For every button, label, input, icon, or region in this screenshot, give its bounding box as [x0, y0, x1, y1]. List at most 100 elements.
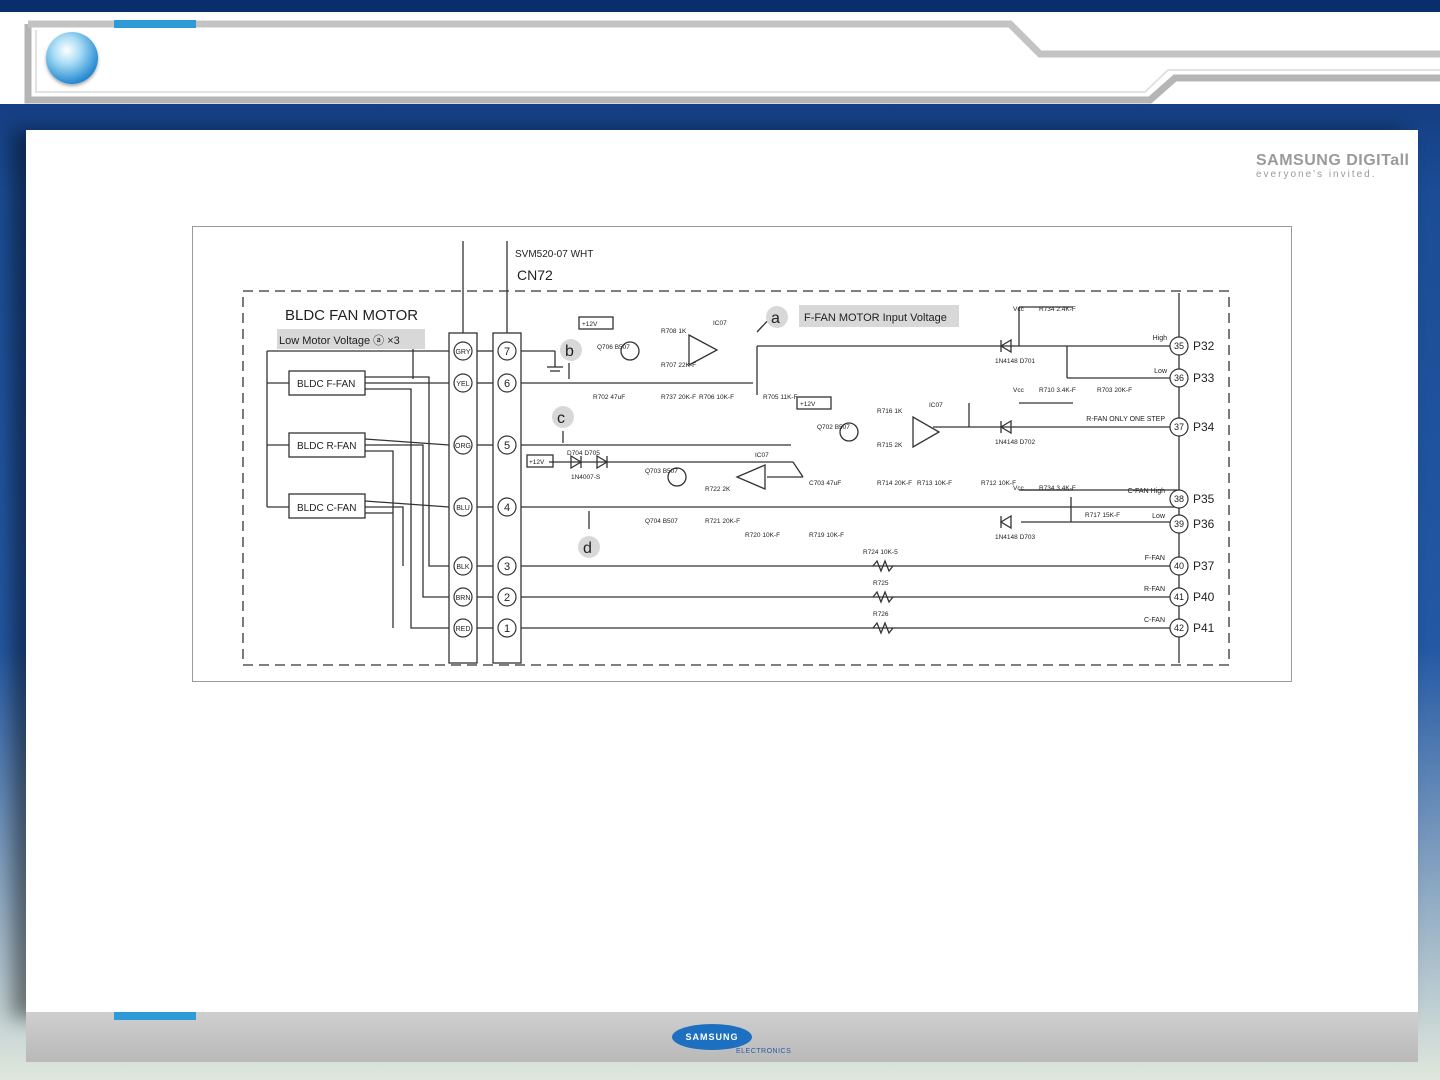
pin-number: 1 [504, 623, 510, 635]
schematic-frame: SVM520-07 WHT CN72 BLDC FAN MOTOR Low Mo… [192, 226, 1292, 682]
port-tag: C-FAN [1144, 617, 1165, 624]
port-pin: 42 [1174, 623, 1184, 633]
port-name: P32 [1193, 339, 1215, 353]
port-name: P35 [1193, 492, 1215, 506]
callout-a-label-bg [799, 305, 959, 327]
c-fan-box [288, 493, 366, 519]
part-r714: R714 20K-F [877, 480, 912, 487]
samsung-digitall-logo: SAMSUNG DIGITall everyone's invited. [1256, 152, 1416, 180]
port-pin: 39 [1174, 519, 1184, 529]
part-d701: 1N4148 D701 [995, 358, 1035, 365]
opamp-3 [735, 464, 766, 490]
top-strip [0, 0, 1440, 12]
wire-color-tag: BRN [456, 595, 471, 602]
supply-label: +12V [800, 401, 816, 408]
ic-label: IC07 [713, 320, 727, 327]
port-pin: 38 [1174, 494, 1184, 504]
callout-c: c [557, 410, 565, 427]
supply-label: +12V [582, 321, 598, 328]
pin-number: 7 [504, 346, 510, 358]
vcc-label: Vcc [1013, 306, 1025, 313]
port-name: P36 [1193, 517, 1215, 531]
transistor-q706 [620, 341, 640, 361]
part-r708: R708 1K [661, 328, 687, 335]
port-name: P37 [1193, 559, 1215, 573]
wire-color-tag: GRY [455, 349, 470, 356]
part-r721: R721 20K-F [705, 518, 740, 525]
callout-a: a [771, 310, 780, 327]
part-r705: R705 11K-F [763, 394, 798, 401]
motor-title: BLDC FAN MOTOR [285, 307, 418, 324]
samsung-footer-logo: SAMSUNG [672, 1024, 752, 1050]
port-pin: 40 [1174, 561, 1184, 571]
port-tag: F-FAN [1145, 555, 1165, 562]
pin-number: 5 [504, 440, 510, 452]
part-q704: Q704 B507 [645, 518, 678, 525]
connector-part-label: SVM520-07 WHT [515, 249, 593, 260]
vcc-label: Vcc [1013, 387, 1025, 394]
part-r712: R712 10K-F [981, 480, 1016, 487]
port-name: P40 [1193, 590, 1215, 604]
callout-b: b [565, 343, 574, 360]
part-d702: 1N4148 D702 [995, 439, 1035, 446]
dashed-boundary [242, 290, 1230, 666]
part-q702: Q702 B507 [817, 424, 850, 431]
port-name: P34 [1193, 420, 1215, 434]
port-tag: R-FAN [1144, 586, 1165, 593]
port-name: P33 [1193, 371, 1215, 385]
port-pin: 35 [1174, 341, 1184, 351]
part-q706: Q706 B507 [597, 344, 630, 351]
part-r706: R706 10K-F [699, 394, 734, 401]
footer-accent-bar [114, 1012, 196, 1020]
port-tag: C-FAN High [1128, 488, 1165, 495]
transistor-q703 [667, 467, 687, 487]
opamp-2 [912, 415, 941, 449]
ic-label: IC07 [929, 402, 943, 409]
wire-color-tag: ORG [455, 443, 471, 450]
pin-number: 2 [504, 592, 510, 604]
port-name: P41 [1193, 621, 1215, 635]
port-tag: Low [1154, 368, 1168, 375]
ic-label: IC07 [755, 452, 769, 459]
part-r716: R716 1K [877, 408, 903, 415]
brand-slogan: everyone's invited. [1256, 169, 1377, 180]
header-frame [24, 20, 1440, 104]
vcc-label: Vcc [1013, 485, 1025, 492]
fan-f-label: BLDC F-FAN [297, 379, 355, 390]
part-r715: R715 2K [877, 442, 903, 449]
part-r707: R707 22K-F [661, 362, 696, 369]
wire-color-tag: BLU [456, 505, 470, 512]
part-r722: R722 2K [705, 486, 731, 493]
transistor-q702 [839, 422, 859, 442]
part-r717: R717 15K-F [1085, 512, 1120, 519]
part-r713: R713 10K-F [917, 480, 952, 487]
wire-color-tag: BLK [456, 564, 470, 571]
low-voltage-label-bg [277, 329, 425, 349]
callout-a-label: F-FAN MOTOR Input Voltage [804, 312, 947, 324]
header-accent-bar [114, 20, 196, 28]
part-d704: D704 D705 [567, 450, 600, 457]
part-r720: R720 10K-F [745, 532, 780, 539]
opamp-1 [688, 333, 719, 367]
pin-number: 6 [504, 378, 510, 390]
part-d703: 1N4148 D703 [995, 534, 1035, 541]
callout-d: d [583, 540, 592, 557]
port-pin: 37 [1174, 422, 1184, 432]
part-r734a: R734 2.4K-F [1039, 306, 1076, 313]
connector-name: CN72 [517, 267, 553, 283]
port-tag: Low [1152, 513, 1166, 520]
port-tag: High [1153, 335, 1168, 342]
low-motor-voltage-label: Low Motor Voltage ⓐ ×3 [279, 334, 400, 347]
part-r734b: R734 3.4K-F [1039, 485, 1076, 492]
part-r725: R725 [873, 580, 889, 587]
part-c703: C703 47uF [809, 480, 841, 487]
wire-color-tag: YEL [456, 381, 469, 388]
part-r710: R710 3.4K-F [1039, 387, 1076, 394]
pin-number: 4 [504, 502, 510, 514]
header-orb-icon [46, 32, 98, 84]
part-q703: Q703 B507 [645, 468, 678, 475]
fan-motor-schematic: SVM520-07 WHT CN72 BLDC FAN MOTOR Low Mo… [242, 241, 1230, 666]
supply-label: +12V [529, 459, 545, 466]
part-r703: R703 20K-F [1097, 387, 1132, 394]
part-d704-type: 1N4007-S [571, 474, 601, 481]
